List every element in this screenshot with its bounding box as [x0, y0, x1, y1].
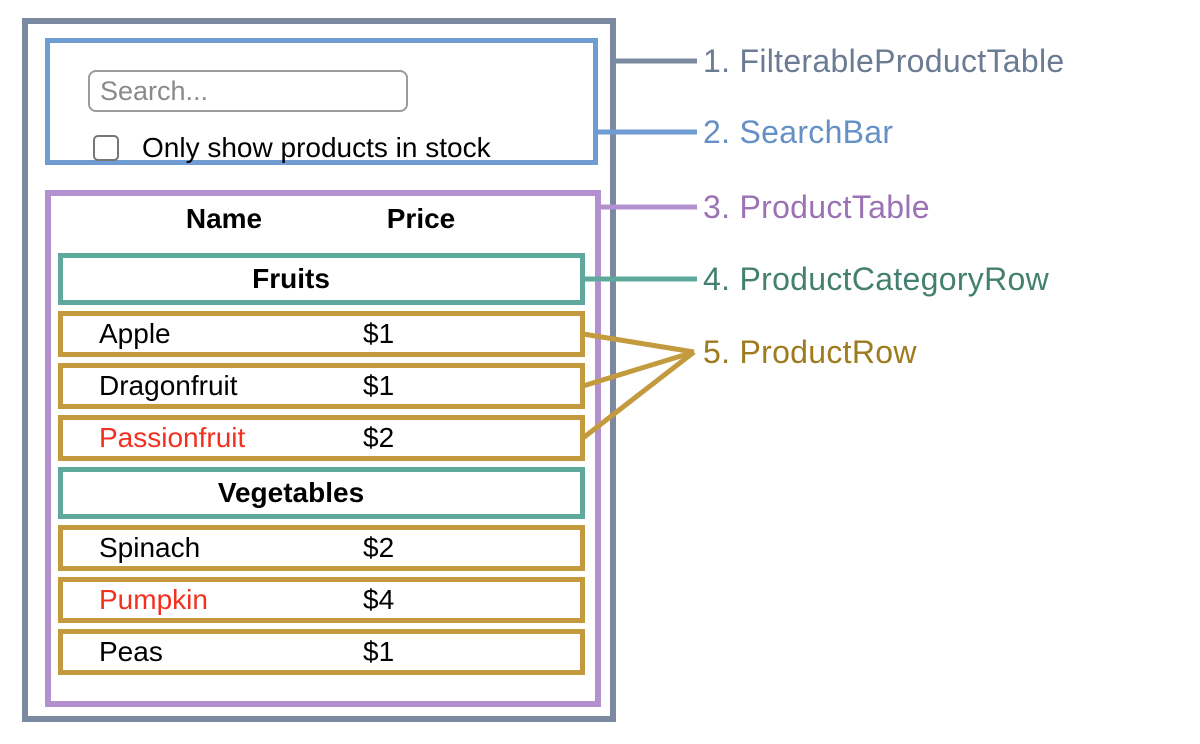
product-row: Pumpkin $4 — [58, 577, 585, 623]
product-row: Spinach $2 — [58, 525, 585, 571]
price-column-header: Price — [386, 203, 456, 234]
product-name: Peas — [99, 636, 163, 667]
product-row: Peas $1 — [58, 629, 585, 675]
in-stock-checkbox[interactable] — [93, 135, 119, 161]
product-name: Pumpkin — [99, 584, 208, 615]
product-price: $2 — [363, 532, 395, 563]
label-filterable-product-table: 1. FilterableProductTable — [703, 43, 1065, 79]
product-category-row: Vegetables — [58, 467, 585, 519]
label-product-table: 3. ProductTable — [703, 189, 930, 225]
product-price: $1 — [363, 318, 395, 349]
product-category-row: Fruits — [58, 253, 585, 305]
category-label: Fruits — [252, 263, 330, 294]
product-price: $4 — [363, 584, 395, 615]
table-header-row: Name Price — [51, 196, 595, 253]
product-name: Dragonfruit — [99, 370, 238, 401]
product-price: $2 — [363, 422, 395, 453]
label-product-row: 5. ProductRow — [703, 334, 917, 370]
product-name: Spinach — [99, 532, 201, 563]
label-product-category-row: 4. ProductCategoryRow — [703, 261, 1050, 297]
product-row: Dragonfruit $1 — [58, 363, 585, 409]
search-bar-box: Only show products in stock — [45, 38, 598, 165]
product-name: Passionfruit — [99, 422, 246, 453]
in-stock-checkbox-label: Only show products in stock — [142, 132, 491, 163]
product-row: Passionfruit $2 — [58, 415, 585, 461]
product-name: Apple — [99, 318, 171, 349]
product-row: Apple $1 — [58, 311, 585, 357]
product-price: $1 — [363, 636, 395, 667]
search-input[interactable] — [88, 70, 408, 112]
category-label: Vegetables — [217, 477, 365, 508]
label-search-bar: 2. SearchBar — [703, 114, 894, 150]
name-column-header: Name — [185, 203, 263, 234]
product-price: $1 — [363, 370, 395, 401]
